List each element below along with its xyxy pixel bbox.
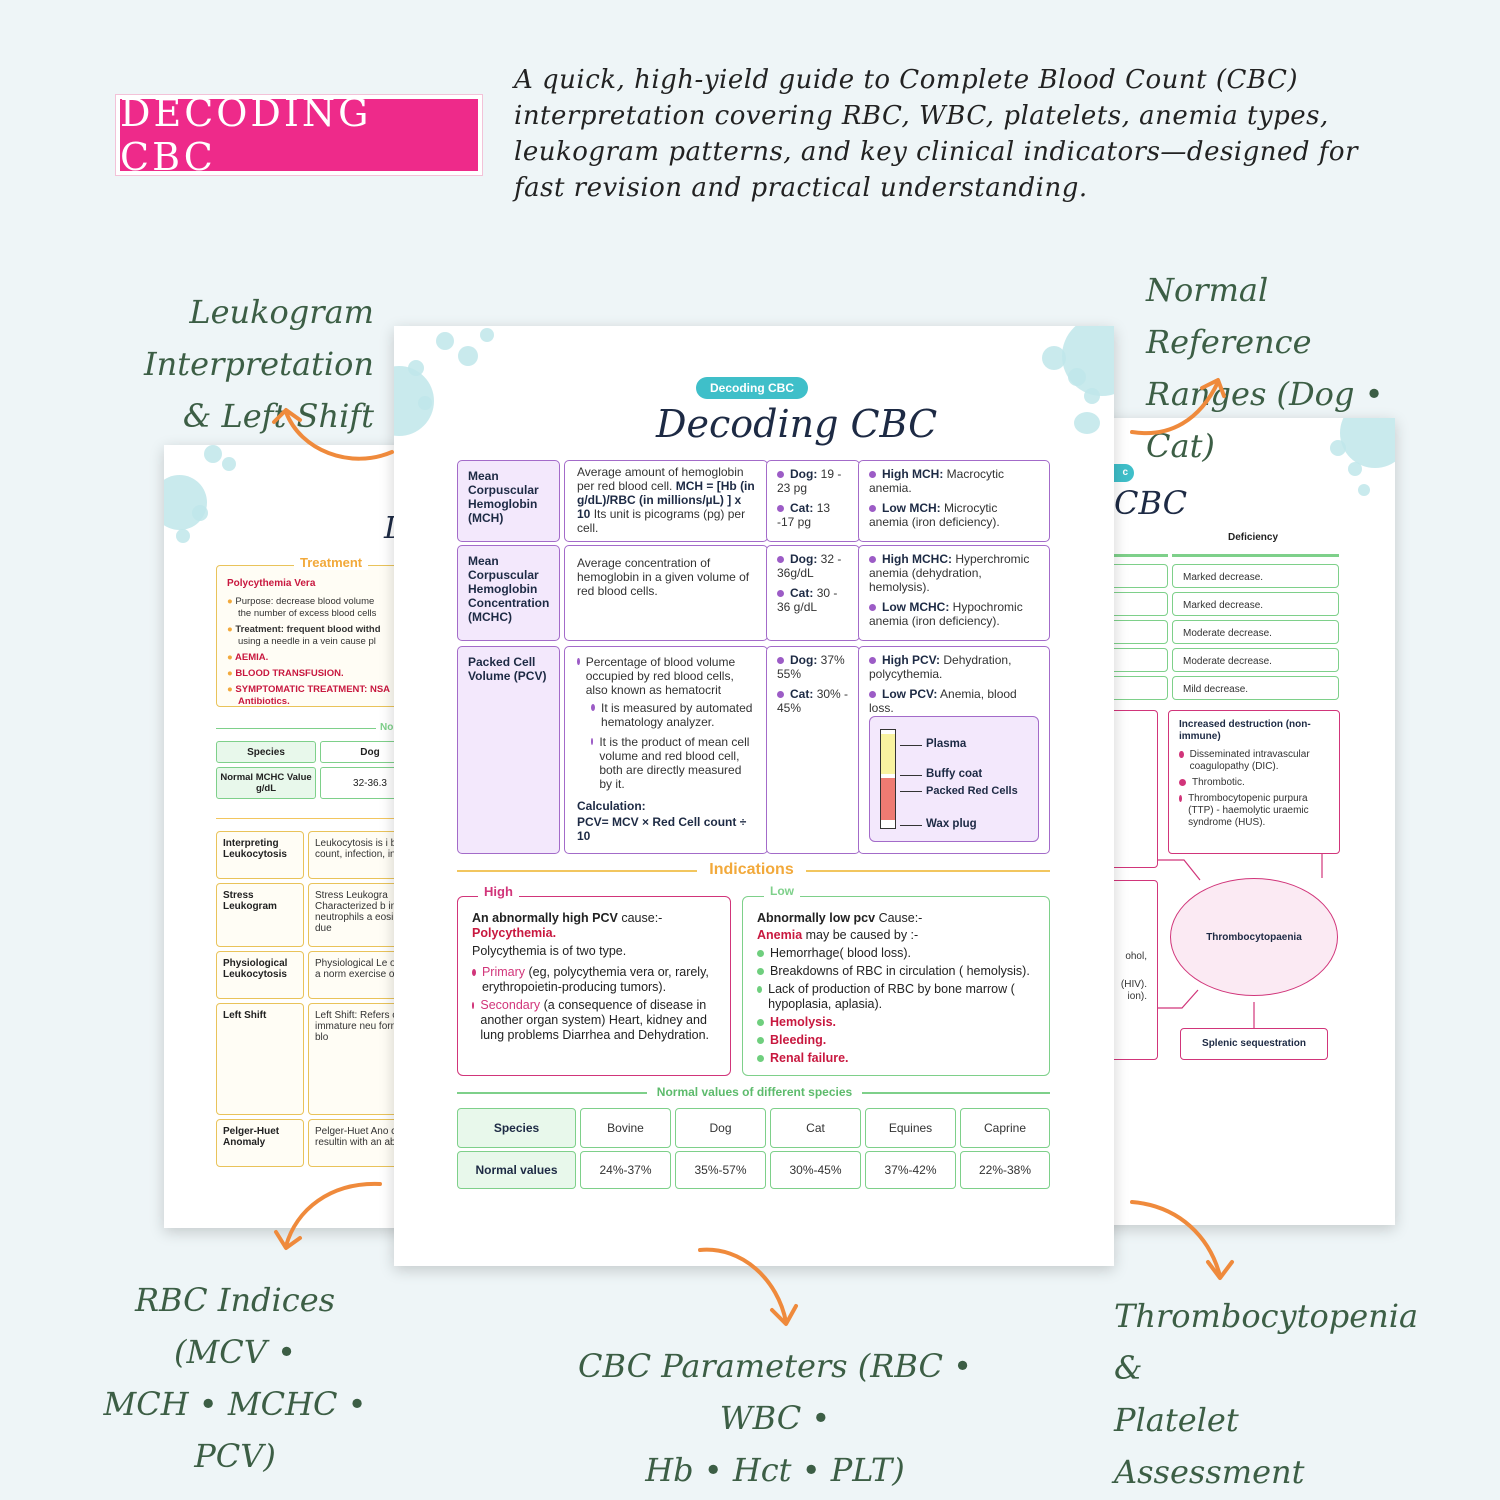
species-cell: Dog	[675, 1108, 766, 1148]
leuko-row-name: Stress Leukogram	[216, 883, 304, 947]
normal-values-title: Normal values of different species	[656, 1085, 853, 1099]
pcv-desc: Percentage of blood volume occupied by r…	[564, 646, 768, 854]
normal-fragment: No	[376, 722, 398, 733]
mchc-range: Dog: 32 - 36g/dL Cat: 30 - 36 g/dL	[766, 545, 860, 641]
value-cell: 24%-37%	[580, 1151, 671, 1189]
buffy-label: Buffy coat	[926, 768, 983, 780]
treatment-label: Treatment	[294, 555, 369, 570]
deficiency-cell: Mild decrease.	[1172, 676, 1339, 700]
value-cell: 30%-45%	[770, 1151, 861, 1189]
callout-cbc-parameters: CBC Parameters (RBC • WBC • Hb • Hct • P…	[578, 1347, 972, 1489]
main-title: Decoding CBC	[656, 402, 938, 446]
flow-arrows	[1158, 854, 1323, 1028]
mchc-label: Normal MCHC Value g/dL	[216, 767, 316, 799]
deficiency-cell: Marked decrease.	[1172, 564, 1339, 588]
mchc-name: Mean Corpuscular Hemoglobin Concentratio…	[457, 545, 560, 641]
deficiency-cell: Moderate decrease.	[1172, 620, 1339, 644]
deficiency-header: Deficiency	[1228, 532, 1279, 543]
tube-icon	[880, 729, 896, 829]
mch-name: Mean Corpuscular Hemoglobin (MCH)	[457, 460, 560, 542]
mch-desc: Average amount of hemoglobin per red blo…	[564, 460, 768, 542]
leuko-row-name: Pelger-Huet Anomaly	[216, 1119, 304, 1167]
mchc-desc: Average concentration of hemoglobin in a…	[564, 545, 768, 641]
main-sheet: Decoding CBC Decoding CBC Mean Corpuscul…	[394, 326, 1114, 1266]
high-box: An abnormally high PCV cause:- Polycythe…	[457, 896, 731, 1076]
mch-interpretation: High MCH: Macrocytic anemia. Low MCH: Mi…	[858, 460, 1050, 542]
mchc-interpretation: High MCHC: Hyperchromic anemia (dehydrat…	[858, 545, 1050, 641]
values-header: Normal values	[457, 1151, 576, 1189]
splenic-box: Splenic sequestration	[1180, 1028, 1328, 1060]
species-header: Species	[216, 741, 316, 763]
right-title: CBC	[1114, 484, 1188, 522]
leuko-row-name: Physiological Leukocytosis	[216, 951, 304, 999]
pcv-range: Dog: 37% 55% Cat: 30% - 45%	[766, 646, 860, 854]
pv-title: Polycythemia Vera	[227, 578, 316, 589]
value-cell: 22%-38%	[960, 1151, 1050, 1189]
title-badge: DECODING CBC	[116, 91, 482, 179]
species-header: Species	[457, 1108, 576, 1148]
species-cell: Bovine	[580, 1108, 671, 1148]
mch-range: Dog: 19 - 23 pg Cat: 13 -17 pg	[766, 460, 860, 542]
species-cell: Cat	[770, 1108, 861, 1148]
indications-title: Indications	[709, 861, 794, 878]
plasma-label: Plasma	[926, 738, 967, 750]
intro-text: A quick, high-yield guide to Complete Bl…	[514, 65, 1358, 203]
low-box: Abnormally low pcv Cause:- Anemia may be…	[742, 896, 1050, 1076]
thrombocytopaenia-node: Thrombocytopaenia	[1170, 878, 1338, 996]
low-tag: Low	[764, 884, 800, 898]
leuko-row-name: Interpreting Leukocytosis	[216, 831, 304, 879]
pcv-name: Packed Cell Volume (PCV)	[457, 646, 560, 854]
callout-normal-ranges: Normal Reference Ranges (Dog • Cat)	[1146, 271, 1384, 465]
packed-label: Packed Red Cells	[926, 785, 1018, 797]
high-tag: High	[478, 884, 519, 899]
value-cell: 35%-57%	[675, 1151, 766, 1189]
value-cell: 37%-42%	[865, 1151, 956, 1189]
deficiency-cell: Marked decrease.	[1172, 592, 1339, 616]
hematocrit-diagram: Plasma Buffy coat Packed Red Cells Wax p…	[869, 716, 1039, 842]
wax-label: Wax plug	[926, 818, 977, 830]
pill-label: Decoding CBC	[696, 377, 808, 399]
species-cell: Caprine	[960, 1108, 1050, 1148]
species-cell: Equines	[865, 1108, 956, 1148]
destruction-box: Increased destruction (non-immune) Disse…	[1168, 710, 1340, 854]
left-sheet: D Polycythemia Vera ● Purpose: decrease …	[164, 445, 424, 1228]
callout-rbc-indices: RBC Indices (MCV • MCH • MCHC • PCV)	[103, 1281, 367, 1475]
callout-thrombocytopenia: Thrombocytopenia & Platelet Assessment	[1114, 1297, 1419, 1491]
deficiency-cell: Moderate decrease.	[1172, 648, 1339, 672]
treatment-box: Polycythemia Vera ● Purpose: decrease bl…	[216, 565, 424, 707]
leuko-row-name: Left Shift	[216, 1003, 304, 1115]
